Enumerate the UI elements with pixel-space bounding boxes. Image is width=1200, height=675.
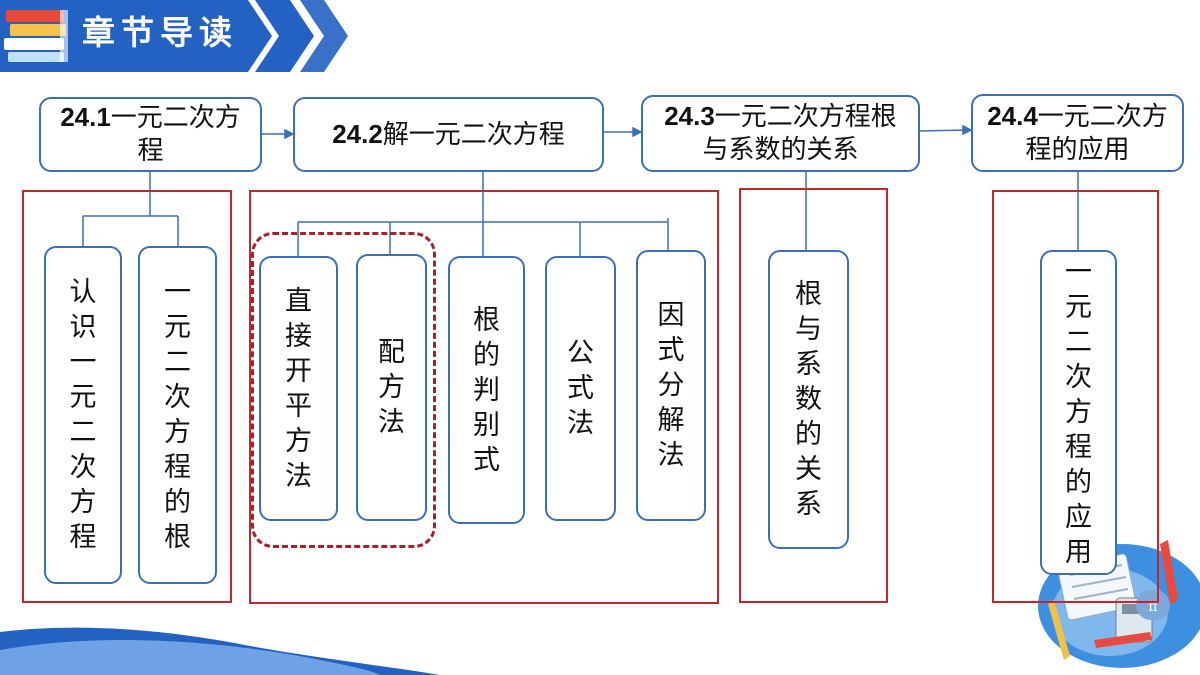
topic-pill: 根的判别式 xyxy=(448,256,525,524)
topic-pill: 认识一元二次方程 xyxy=(44,246,122,584)
topic-label: 因式分解法 xyxy=(657,300,685,471)
topic-pill: 一元二次方程的根 xyxy=(138,246,217,584)
topic-label: 直接开平方法 xyxy=(284,285,312,492)
section-arrows xyxy=(262,124,973,140)
section-title: 一元二次方程根与系数的关系 xyxy=(702,102,897,165)
group-frame-24-4 xyxy=(992,190,1159,603)
topic-pill: 根与系数的关系 xyxy=(768,250,849,549)
section-title: 解一元二次方程 xyxy=(382,119,565,150)
topic-label: 一元二次方程的应用 xyxy=(1064,257,1092,568)
section-title: 一元二次方程的应用 xyxy=(1025,101,1168,165)
topic-pill: 因式分解法 xyxy=(636,250,706,521)
math-stationery-illustration: π xyxy=(1038,540,1200,668)
topic-label: 一元二次方程的根 xyxy=(163,277,191,553)
svg-text:π: π xyxy=(1148,599,1157,615)
topic-pill: 一元二次方程的应用 xyxy=(1040,250,1117,575)
topic-label: 公式法 xyxy=(566,338,594,439)
topic-pill: 公式法 xyxy=(545,256,616,521)
section-box-24-3: 24.3一元二次方程根与系数的关系 xyxy=(641,95,920,172)
section-number: 24.4 xyxy=(987,100,1038,131)
section-box-24-4: 24.4一元二次方程的应用 xyxy=(971,94,1184,172)
section-title: 一元二次方程 xyxy=(110,103,241,166)
topic-label: 认识一元二次方程 xyxy=(69,277,97,553)
group-frame-24-2 xyxy=(249,190,719,604)
topic-label: 根与系数的关系 xyxy=(794,279,822,520)
s2-connectors xyxy=(297,172,669,256)
section-box-24-2: 24.2解一元二次方程 xyxy=(293,97,604,172)
section-box-24-1: 24.1一元二次方程 xyxy=(39,97,262,172)
s1-connectors xyxy=(82,172,179,246)
page-title: 章节导读 xyxy=(82,13,238,52)
topic-label: 根的判别式 xyxy=(472,304,500,476)
topic-pill: 配方法 xyxy=(356,254,427,521)
bottom-wave-decoration xyxy=(0,627,440,675)
group-frame-24-3 xyxy=(739,188,888,603)
book-stack-icon xyxy=(4,10,68,62)
section-number: 24.3 xyxy=(664,101,715,131)
section-number: 24.2 xyxy=(332,118,383,149)
topic-label: 配方法 xyxy=(377,337,405,438)
section-number: 24.1 xyxy=(60,102,111,132)
group-frame-24-1 xyxy=(22,190,232,603)
topic-pill: 直接开平方法 xyxy=(259,256,338,521)
highlight-dashed-frame xyxy=(251,232,436,548)
